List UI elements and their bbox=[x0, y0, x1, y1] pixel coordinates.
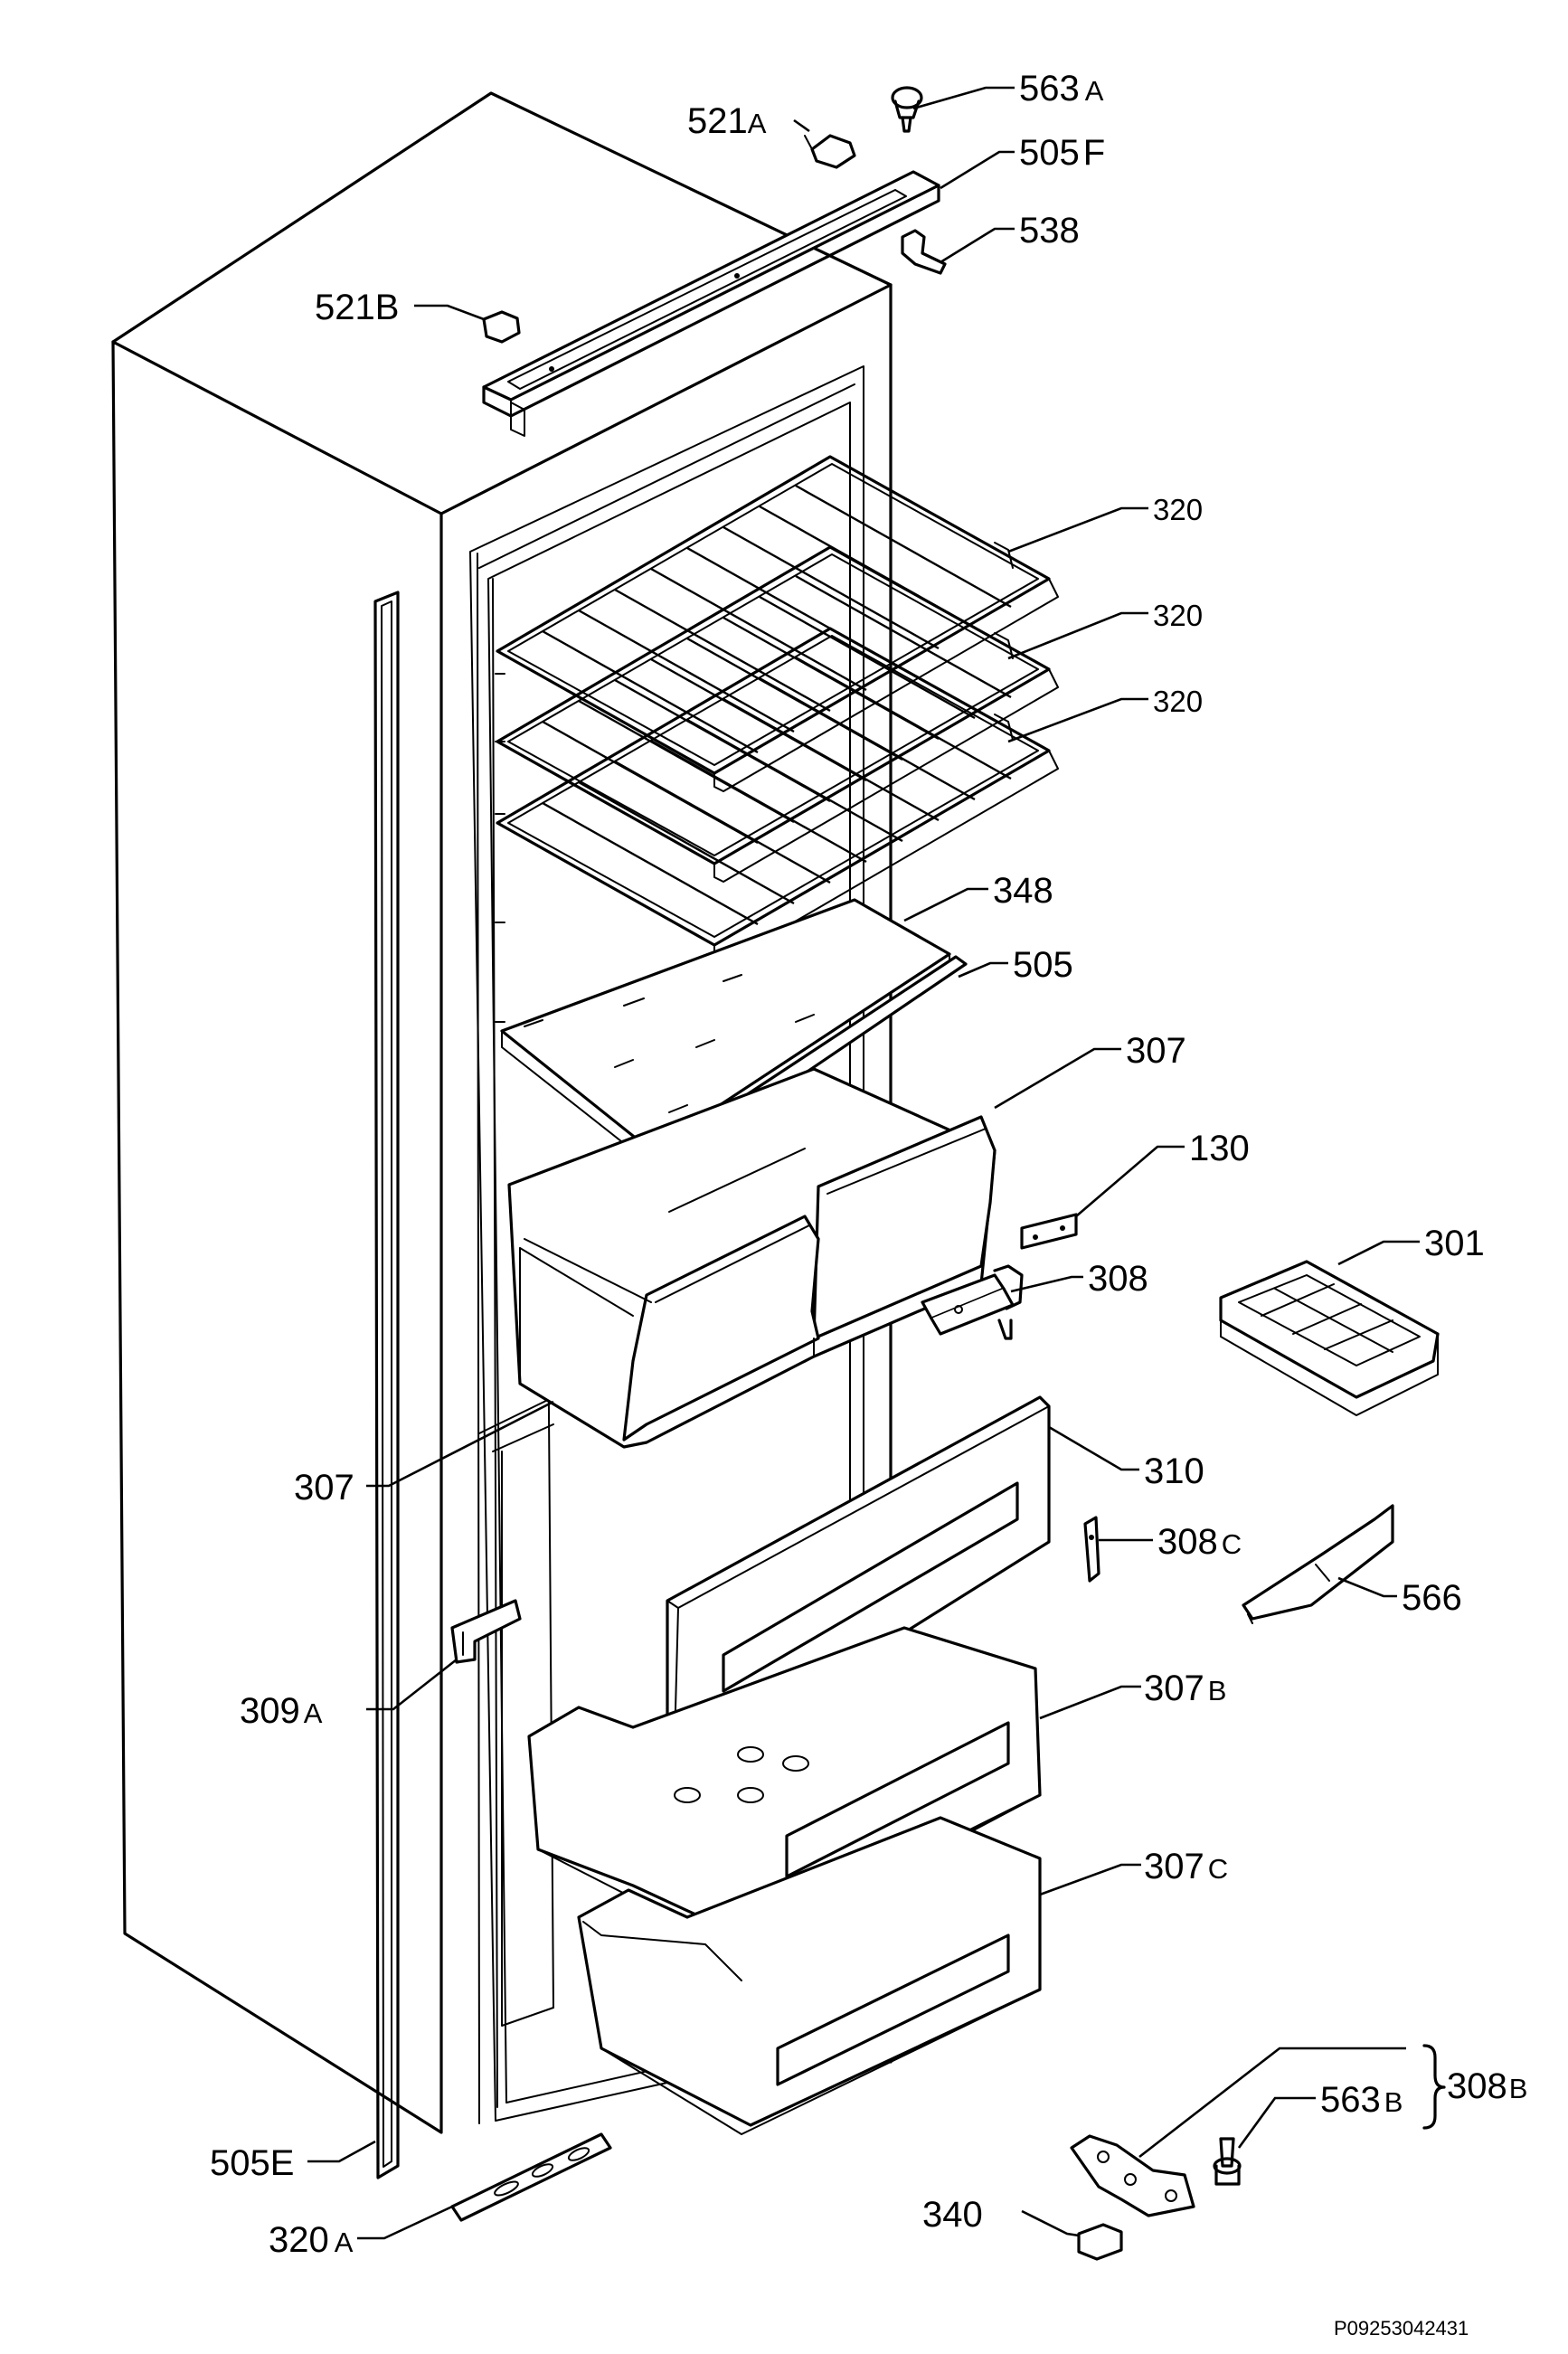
bottom-hinge-308b bbox=[1070, 2134, 1195, 2217]
label-521a: 521A bbox=[687, 101, 767, 141]
hinge-cover-521b bbox=[482, 310, 521, 344]
label-307-left: 307 bbox=[294, 1468, 354, 1508]
label-340: 340 bbox=[922, 2195, 983, 2235]
label-505e: 505E bbox=[210, 2143, 294, 2183]
label-301: 301 bbox=[1424, 1224, 1485, 1263]
label-566: 566 bbox=[1402, 1578, 1462, 1618]
wire-shelves-320 bbox=[496, 455, 1060, 965]
label-130: 130 bbox=[1189, 1129, 1250, 1168]
label-521b: 521B bbox=[315, 288, 399, 327]
label-320-middle: 320 bbox=[1153, 599, 1203, 632]
hinge-pin-563a bbox=[891, 86, 923, 133]
label-307-top: 307 bbox=[1126, 1031, 1186, 1071]
clip-308c bbox=[1083, 1516, 1100, 1583]
clip-309a bbox=[450, 1599, 522, 1664]
label-310: 310 bbox=[1144, 1451, 1204, 1491]
drawing-number: P09253042431 bbox=[1334, 2317, 1469, 2340]
freezer-drawer-307c bbox=[577, 1816, 1042, 2135]
label-505: 505 bbox=[1013, 945, 1073, 985]
ice-scraper-566 bbox=[1242, 1504, 1394, 1624]
plug-340 bbox=[1077, 2223, 1123, 2261]
rail-130 bbox=[1020, 1213, 1078, 1250]
crisper-drawers-307 bbox=[507, 1067, 997, 1449]
door-stop-538 bbox=[901, 229, 947, 275]
label-308b: 308B bbox=[1447, 2066, 1527, 2106]
label-320-bottom: 320 bbox=[1153, 685, 1203, 718]
kickplate-rail-320a bbox=[450, 2132, 612, 2222]
label-538: 538 bbox=[1019, 211, 1080, 251]
label-308: 308 bbox=[1088, 1259, 1148, 1299]
hinge-rail-505f bbox=[482, 170, 940, 437]
hinge-308 bbox=[921, 1264, 1024, 1340]
ice-tray-301 bbox=[1219, 1260, 1440, 1416]
hinge-pin-563b bbox=[1213, 2137, 1242, 2186]
group-brace bbox=[1422, 2044, 1446, 2130]
label-320-top: 320 bbox=[1153, 493, 1203, 526]
label-348: 348 bbox=[993, 871, 1053, 911]
door-gasket-505e bbox=[373, 591, 400, 2179]
hinge-cover-521a bbox=[804, 134, 856, 169]
leader-lines bbox=[307, 86, 1420, 2240]
